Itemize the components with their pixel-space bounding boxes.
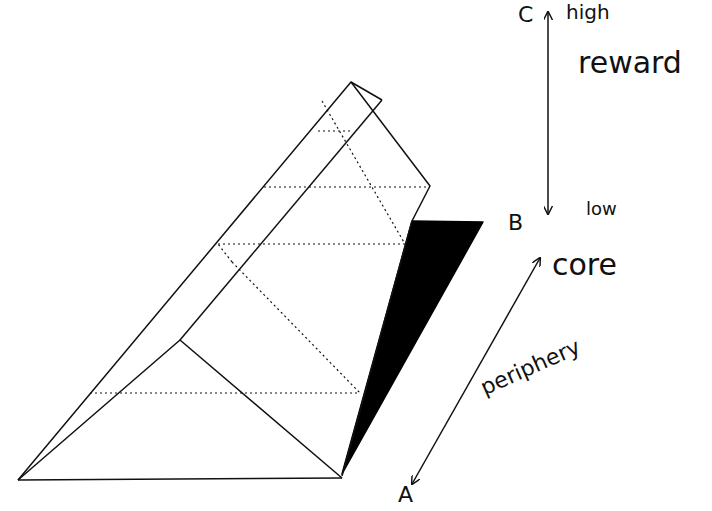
point-label: B [508,212,523,234]
front-face [18,340,342,480]
ridge-edge [351,82,382,100]
axis-label: high [566,2,610,22]
axis-title: reward [578,48,682,78]
wedge-outline [18,82,430,480]
reward-arrow [547,12,549,214]
point-label: C [518,4,533,26]
axis-label: periphery [478,336,584,399]
hidden-lines [90,101,428,393]
ridge-edge [180,100,382,340]
shaded-face [342,221,483,474]
base-edge [18,478,342,480]
axis-label: low [586,200,617,218]
axis-label: core [552,250,617,280]
point-label: A [398,484,413,506]
